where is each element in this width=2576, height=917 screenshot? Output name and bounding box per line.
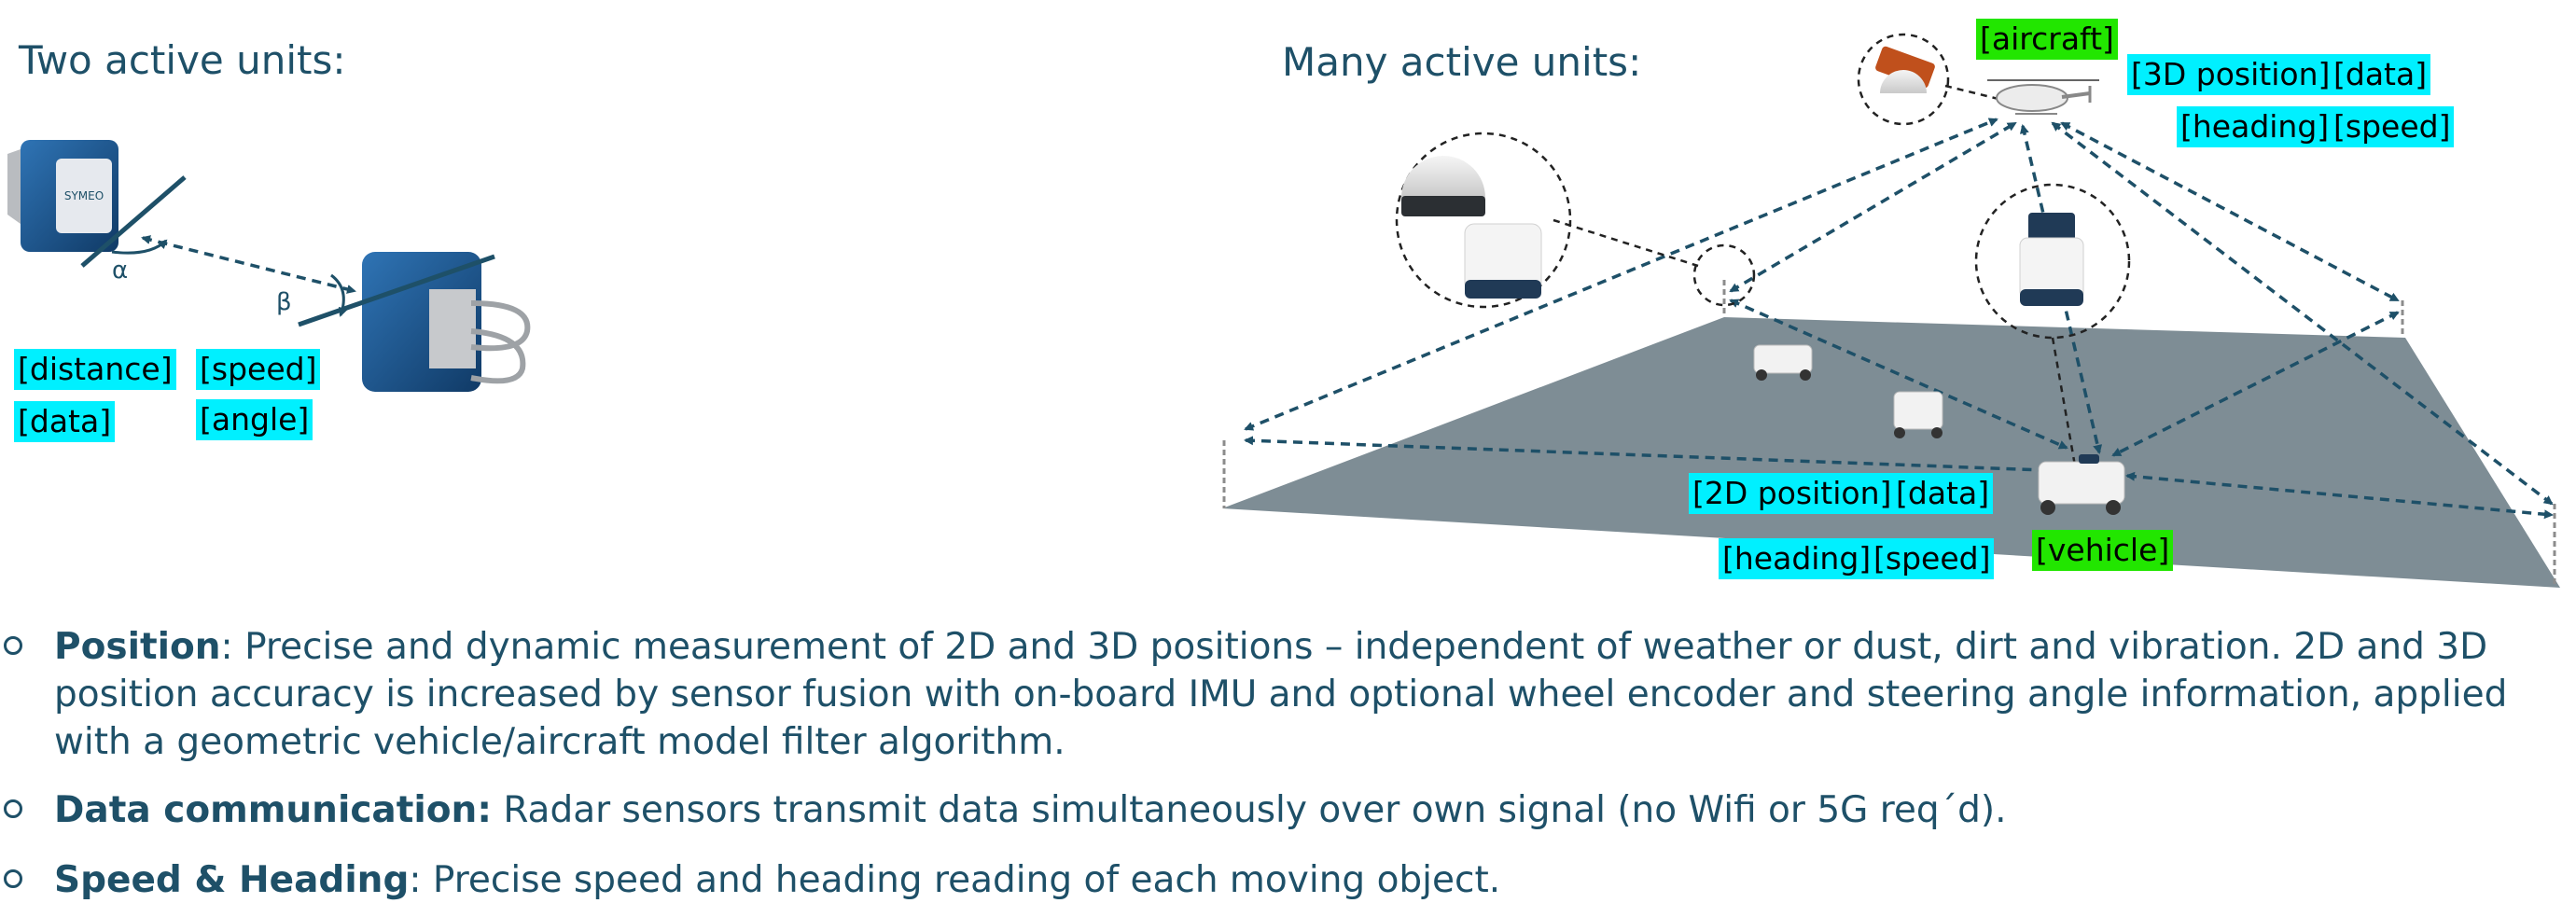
system-diagram: SYMEO α β [7,33,2560,588]
tag-speed-vehicle: [speed] [1870,538,1995,579]
box-radar-vehicle [2019,213,2084,306]
many-units-heading: Many active units: [1282,39,1642,85]
device-logo-text: SYMEO [64,189,104,202]
bullet-speed-heading-body: : Precise speed and heading reading of e… [409,859,1501,901]
tag-angle: [angle] [196,399,313,440]
tag-3d-position: [3D position] [2127,54,2334,95]
tag-aircraft: [aircraft] [1976,19,2118,60]
right-radar-device [362,252,531,392]
right-device-plane [298,254,495,327]
bullet-data-communication-title: Data communication: [54,789,492,831]
two-units-heading: Two active units: [19,37,346,83]
tag-speed-left: [speed] [196,349,321,390]
tag-speed-aircraft: [speed] [2330,106,2455,147]
bullet-marker [4,636,22,655]
bullet-position-title: Position [54,626,221,668]
tag-data-aircraft: [data] [2330,54,2431,95]
robot-vehicle-2 [1893,391,1943,438]
tag-data-left: [data] [14,401,116,442]
bullet-speed-heading-title: Speed & Heading [54,859,410,901]
tag-vehicle: [vehicle] [2032,530,2174,571]
left-device-plane [80,175,187,268]
beta-arc [330,273,348,317]
robot-vehicle-1 [1753,344,1813,381]
left-radar-device: SYMEO [7,140,118,252]
robot-vehicle-main [2038,454,2125,515]
beta-label: β [276,288,292,316]
tag-data-vehicle: [data] [1892,473,1994,514]
bullet-marker [4,869,22,888]
callout-circles [1395,33,2131,472]
tag-2d-position: [2D position] [1689,473,1896,514]
bullet-position-text: Position: Precise and dynamic measuremen… [54,623,2517,766]
tag-heading-aircraft: [heading] [2177,106,2333,147]
helicopter [1987,79,2099,115]
alpha-label: α [112,257,128,285]
box-radar-white [1464,223,1542,299]
bullet-data-communication-body: Radar sensors transmit data simultaneous… [491,789,2007,831]
bullet-speed-heading-text: Speed & Heading: Precise speed and headi… [54,856,2517,904]
tag-distance: [distance] [14,349,176,390]
tag-heading-vehicle: [heading] [1719,538,1875,579]
left-distance-arrow [141,235,356,294]
aircraft-radar-device [1875,46,1935,93]
bullet-position-body: : Precise and dynamic measurement of 2D … [54,626,2508,763]
bullet-data-communication-text: Data communication: Radar sensors transm… [54,786,2517,834]
dome-radar [1401,156,1485,216]
bullet-marker [4,799,22,818]
